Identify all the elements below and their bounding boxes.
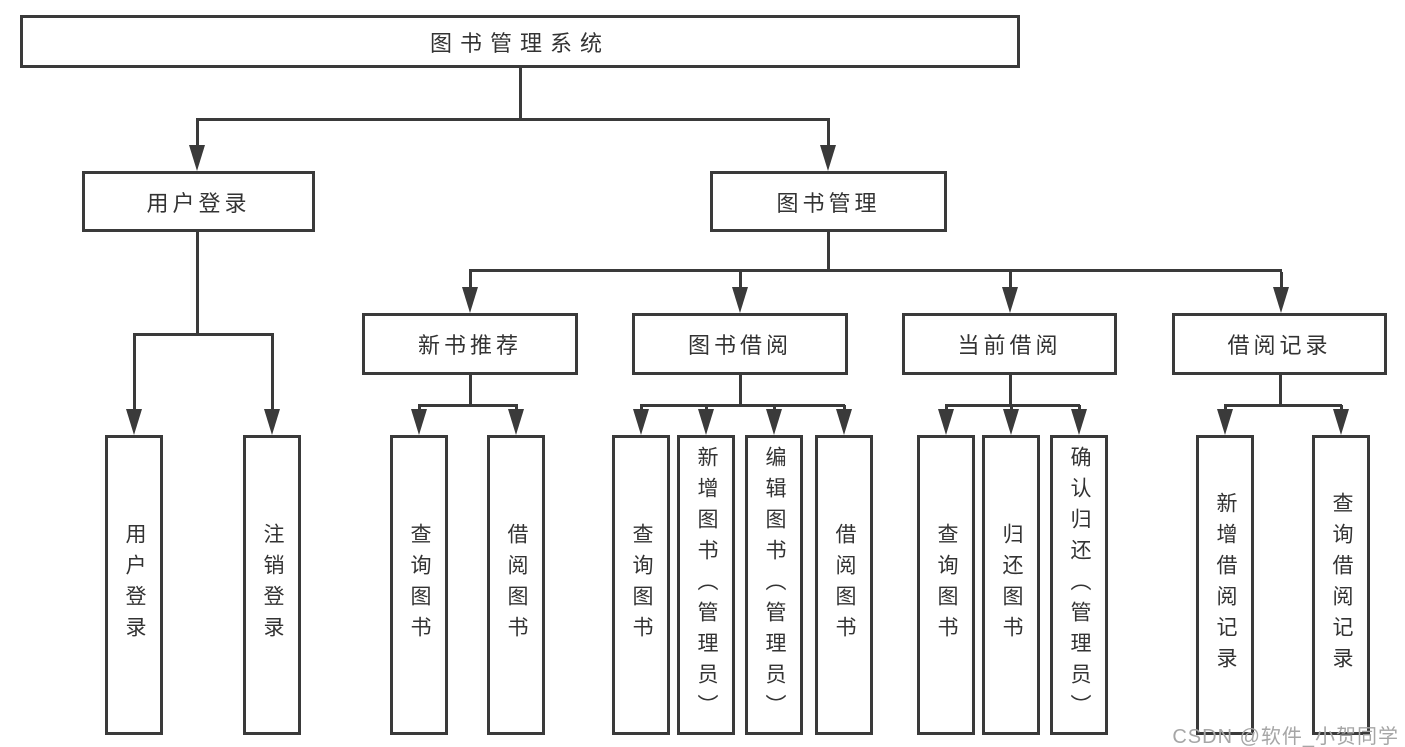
arrowhead-down-icon	[1003, 409, 1019, 435]
leaf-records-add-record-label: 新增借阅记录	[1214, 492, 1237, 678]
node-root: 图书管理系统	[20, 15, 1020, 68]
leaf-borrow-edit-books-admin: 编辑图书（管理员）	[745, 435, 803, 735]
connector-line	[1009, 375, 1012, 407]
connector-line	[1224, 404, 1342, 407]
leaf-records-add-record: 新增借阅记录	[1196, 435, 1254, 735]
leaf-borrow-query-books: 查询图书	[612, 435, 670, 735]
arrowhead-down-icon	[938, 409, 954, 435]
leaf-current-query-books-label: 查询图书	[935, 523, 958, 647]
arrowhead-down-icon	[633, 409, 649, 435]
arrowhead-down-icon	[1333, 409, 1349, 435]
leaf-borrow-edit-books-admin-label: 编辑图书（管理员）	[763, 445, 786, 725]
connector-line	[1280, 272, 1283, 289]
arrowhead-down-icon	[766, 409, 782, 435]
connector-line	[133, 333, 274, 336]
arrowhead-down-icon	[1002, 287, 1018, 313]
node-borrow-records: 借阅记录	[1172, 313, 1387, 375]
node-new-book-recommend: 新书推荐	[362, 313, 578, 375]
node-current-borrow-label: 当前借阅	[957, 333, 1062, 358]
node-book-management-label: 图书管理	[776, 190, 881, 216]
connector-line	[739, 272, 742, 289]
connector-line	[469, 272, 472, 289]
connector-line	[271, 336, 274, 411]
leaf-newbooks-borrow-books-label: 借阅图书	[505, 523, 528, 647]
connector-line	[418, 404, 518, 407]
connector-line	[739, 375, 742, 407]
arrowhead-down-icon	[820, 145, 836, 171]
leaf-borrow-add-books-admin: 新增图书（管理员）	[677, 435, 735, 735]
connector-line	[640, 404, 845, 407]
arrowhead-down-icon	[836, 409, 852, 435]
arrowhead-down-icon	[189, 145, 205, 171]
connector-line	[827, 121, 830, 147]
connector-line	[196, 121, 199, 147]
arrowhead-down-icon	[1071, 409, 1087, 435]
node-new-book-recommend-label: 新书推荐	[417, 333, 522, 358]
leaf-newbooks-query-books-label: 查询图书	[408, 523, 431, 647]
connector-line	[519, 68, 522, 121]
connector-line	[1279, 375, 1282, 407]
connector-line	[827, 232, 830, 271]
node-root-label: 图书管理系统	[429, 30, 610, 56]
node-book-borrow: 图书借阅	[632, 313, 848, 375]
connector-line	[196, 232, 199, 335]
arrowhead-down-icon	[508, 409, 524, 435]
leaf-newbooks-borrow-books: 借阅图书	[487, 435, 545, 735]
leaf-borrow-query-books-label: 查询图书	[630, 523, 653, 647]
leaf-logout: 注销登录	[243, 435, 301, 735]
leaf-records-query-record-label: 查询借阅记录	[1330, 492, 1353, 678]
arrowhead-down-icon	[1217, 409, 1233, 435]
connector-line	[1009, 272, 1012, 289]
leaf-borrow-borrow-books-label: 借阅图书	[833, 523, 856, 647]
connector-line	[196, 118, 830, 121]
connector-line	[469, 375, 472, 407]
leaf-user-login: 用户登录	[105, 435, 163, 735]
leaf-records-query-record: 查询借阅记录	[1312, 435, 1370, 735]
leaf-current-confirm-return-admin: 确认归还（管理员）	[1050, 435, 1108, 735]
leaf-logout-label: 注销登录	[261, 523, 284, 647]
arrowhead-down-icon	[126, 409, 142, 435]
leaf-current-return-books-label: 归还图书	[1000, 523, 1023, 647]
connector-line	[133, 336, 136, 411]
node-book-management: 图书管理	[710, 171, 947, 232]
leaf-current-return-books: 归还图书	[982, 435, 1040, 735]
arrowhead-down-icon	[1273, 287, 1289, 313]
leaf-user-login-label: 用户登录	[123, 523, 146, 647]
node-user-login-label: 用户登录	[146, 190, 251, 216]
arrowhead-down-icon	[698, 409, 714, 435]
watermark: CSDN @软件_小贺同学	[1172, 726, 1399, 747]
leaf-current-query-books: 查询图书	[917, 435, 975, 735]
leaf-current-confirm-return-admin-label: 确认归还（管理员）	[1068, 445, 1091, 725]
connector-line	[469, 269, 1282, 272]
leaf-borrow-borrow-books: 借阅图书	[815, 435, 873, 735]
arrowhead-down-icon	[411, 409, 427, 435]
node-borrow-records-label: 借阅记录	[1227, 333, 1332, 358]
arrowhead-down-icon	[264, 409, 280, 435]
arrowhead-down-icon	[732, 287, 748, 313]
arrowhead-down-icon	[462, 287, 478, 313]
node-user-login: 用户登录	[82, 171, 315, 232]
node-current-borrow: 当前借阅	[902, 313, 1117, 375]
leaf-newbooks-query-books: 查询图书	[390, 435, 448, 735]
node-book-borrow-label: 图书借阅	[687, 333, 792, 358]
leaf-borrow-add-books-admin-label: 新增图书（管理员）	[695, 445, 718, 725]
